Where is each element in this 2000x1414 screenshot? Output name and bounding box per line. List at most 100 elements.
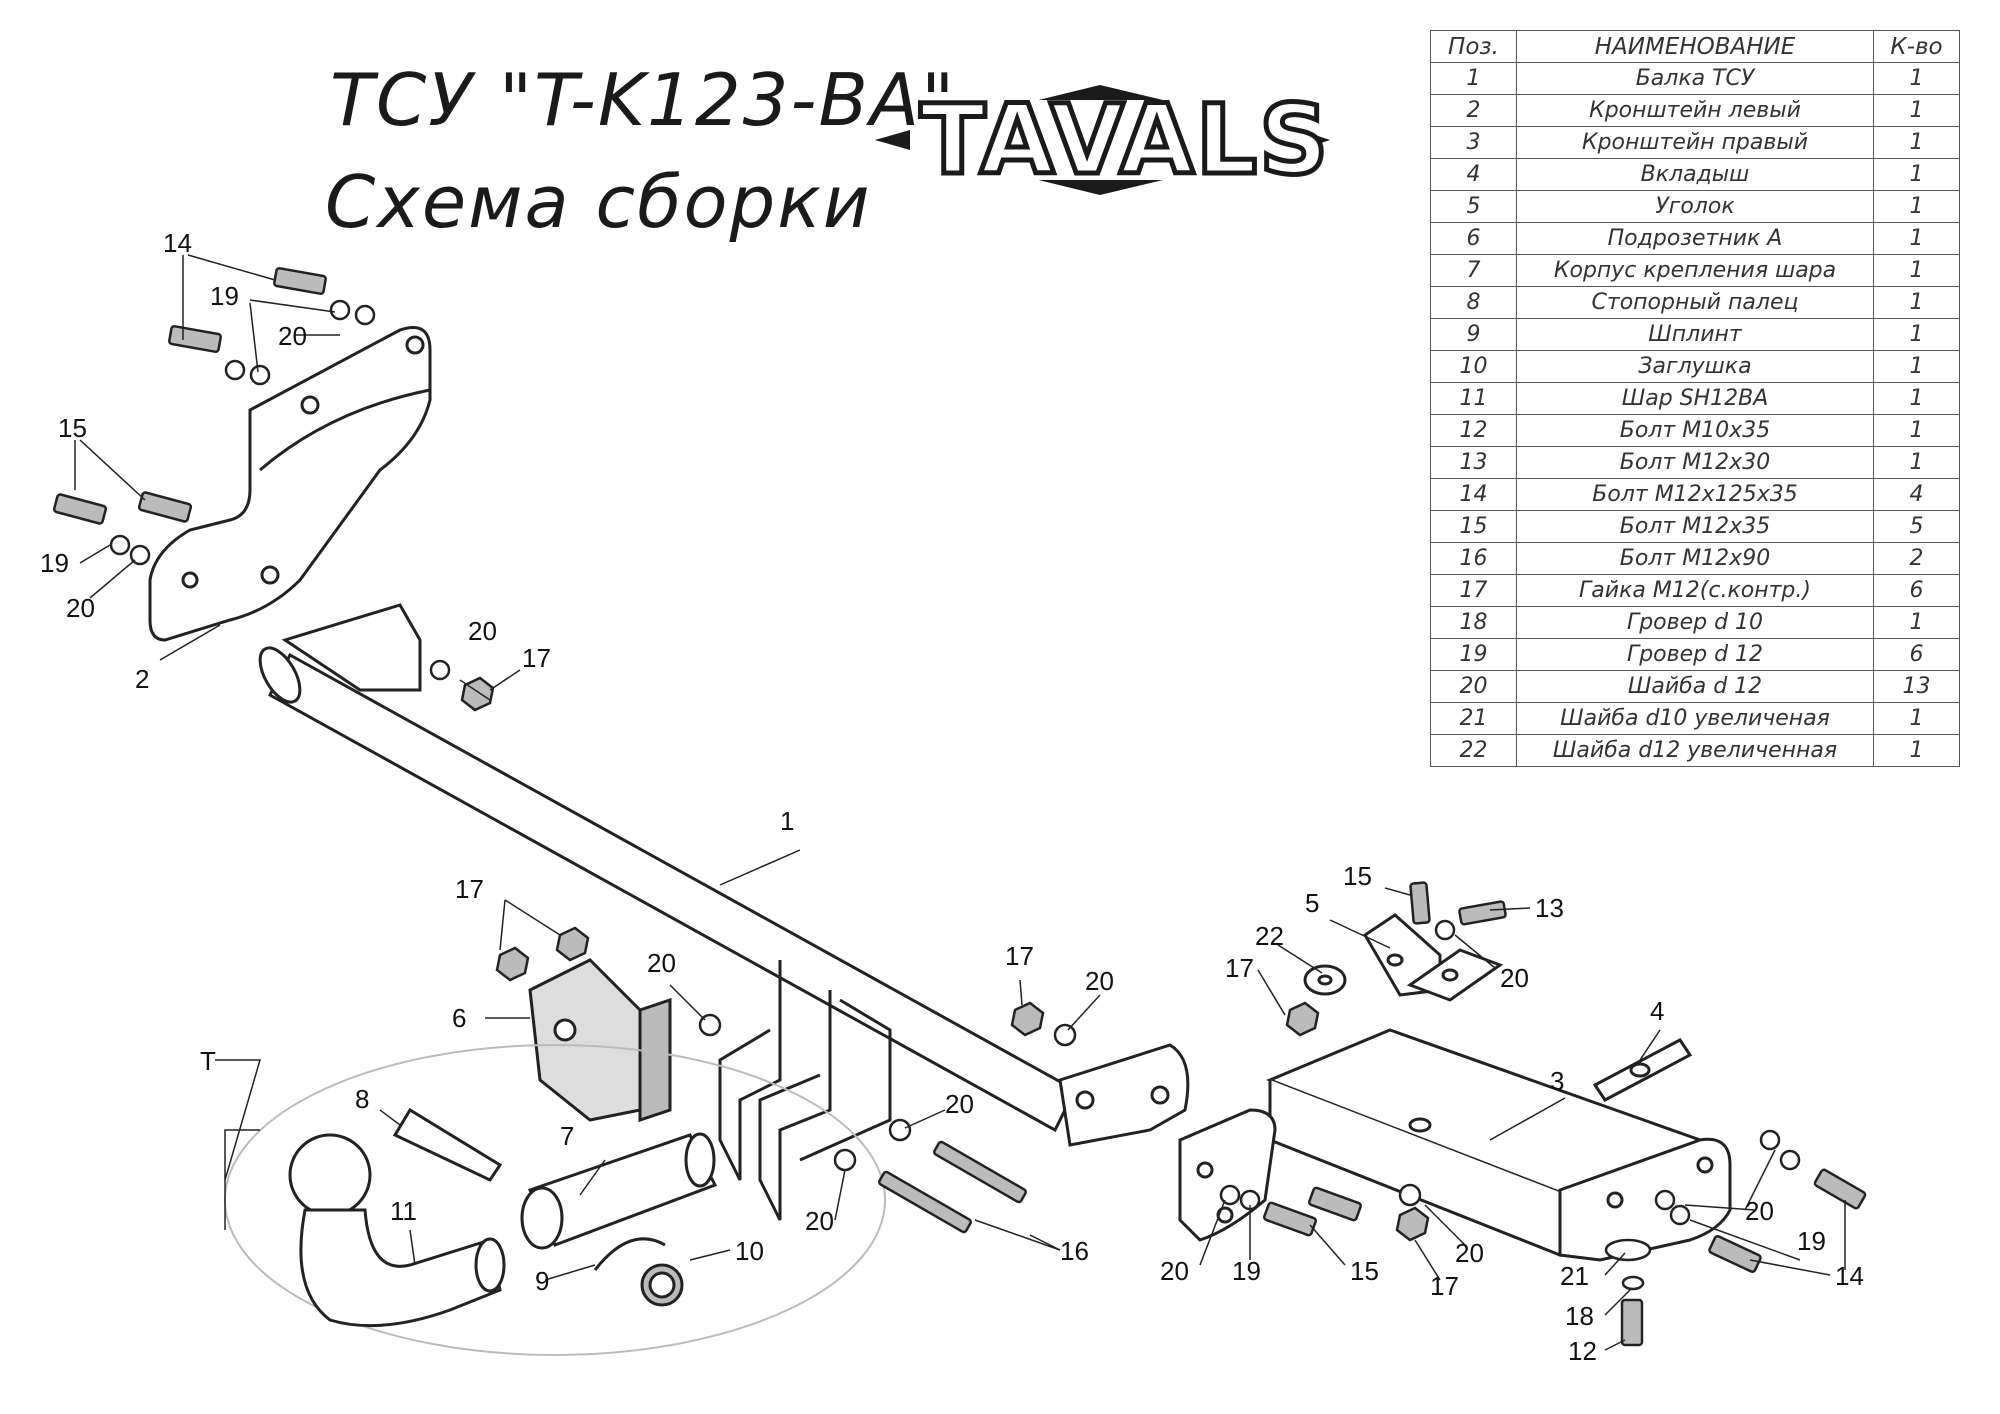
cell-name: Шайба d 12 bbox=[1516, 670, 1874, 703]
cell-position: 13 bbox=[1430, 446, 1517, 479]
cell-name: Уголок bbox=[1516, 190, 1874, 223]
callout-17b: 17 bbox=[455, 874, 484, 904]
cell-quantity: 1 bbox=[1873, 62, 1960, 95]
drawing-subtitle: Схема сборки bbox=[325, 160, 872, 244]
cell-name: Стопорный палец bbox=[1516, 286, 1874, 319]
cell-position: 18 bbox=[1430, 606, 1517, 639]
callout-22: 22 bbox=[1255, 921, 1284, 951]
group-T-leader bbox=[215, 1059, 261, 1181]
cell-quantity: 1 bbox=[1873, 606, 1960, 639]
cell-quantity: 1 bbox=[1873, 414, 1960, 447]
cell-position: 19 bbox=[1430, 638, 1517, 671]
callout-2: 2 bbox=[135, 664, 149, 694]
cell-name: Балка ТСУ bbox=[1516, 62, 1874, 95]
cell-name: Шайба d12 увеличенная bbox=[1516, 734, 1874, 767]
cell-position: 5 bbox=[1430, 190, 1517, 223]
cell-position: 17 bbox=[1430, 574, 1517, 607]
cell-quantity: 4 bbox=[1873, 478, 1960, 511]
cell-position: 3 bbox=[1430, 126, 1517, 159]
insert-and-angle-parts bbox=[1303, 913, 1693, 1102]
callout-7: 7 bbox=[560, 1121, 574, 1151]
cell-name: Болт М10x35 bbox=[1516, 414, 1874, 447]
callout-17c: 17 bbox=[1005, 941, 1034, 971]
callout-17d: 17 bbox=[1225, 953, 1254, 983]
callout-20e: 20 bbox=[1085, 966, 1114, 996]
parts-table-header: Поз. НАИМЕНОВАНИЕ К-во bbox=[1430, 30, 1960, 63]
callout-6: 6 bbox=[452, 1003, 466, 1033]
cell-quantity: 1 bbox=[1873, 286, 1960, 319]
cell-name: Подрозетник А bbox=[1516, 222, 1874, 255]
header-position: Поз. bbox=[1430, 30, 1517, 63]
cell-quantity: 6 bbox=[1873, 638, 1960, 671]
cell-quantity: 1 bbox=[1873, 382, 1960, 415]
callout-20h: 20 bbox=[1500, 963, 1529, 993]
cell-name: Кронштейн правый bbox=[1516, 126, 1874, 159]
left-bracket-part bbox=[148, 326, 432, 642]
callout-14b: 14 bbox=[1835, 1261, 1864, 1291]
cell-name: Гровер d 10 bbox=[1516, 606, 1874, 639]
cell-position: 2 bbox=[1430, 94, 1517, 127]
cell-quantity: 1 bbox=[1873, 254, 1960, 287]
callout-19b: 19 bbox=[40, 548, 69, 578]
callout-1: 1 bbox=[780, 806, 794, 836]
callout-20b: 20 bbox=[66, 593, 95, 623]
header-name: НАИМЕНОВАНИЕ bbox=[1516, 30, 1874, 63]
cell-position: 14 bbox=[1430, 478, 1517, 511]
callout-T: T bbox=[200, 1046, 216, 1076]
cell-quantity: 5 bbox=[1873, 510, 1960, 543]
callout-10: 10 bbox=[735, 1236, 764, 1266]
logo-wordmark: TAVALS bbox=[917, 82, 1331, 199]
cell-position: 11 bbox=[1430, 382, 1517, 415]
cell-position: 22 bbox=[1430, 734, 1517, 767]
cell-quantity: 1 bbox=[1873, 158, 1960, 191]
socket-plate-part bbox=[528, 958, 672, 1123]
cell-quantity: 6 bbox=[1873, 574, 1960, 607]
callout-20g: 20 bbox=[805, 1206, 834, 1236]
cell-name: Шайба d10 увеличеная bbox=[1516, 702, 1874, 735]
cell-name: Корпус крепления шара bbox=[1516, 254, 1874, 287]
callout-19c: 19 bbox=[1232, 1256, 1261, 1286]
callout-18: 18 bbox=[1565, 1301, 1594, 1331]
cell-quantity: 1 bbox=[1873, 350, 1960, 383]
main-beam-part bbox=[258, 603, 1190, 1221]
callout-17a: 17 bbox=[522, 643, 551, 673]
cell-name: Гровер d 12 bbox=[1516, 638, 1874, 671]
callout-20c: 20 bbox=[468, 616, 497, 646]
cell-name: Болт М12x30 bbox=[1516, 446, 1874, 479]
cell-position: 6 bbox=[1430, 222, 1517, 255]
cell-position: 20 bbox=[1430, 670, 1517, 703]
callout-17e: 17 bbox=[1430, 1271, 1459, 1301]
cell-quantity: 1 bbox=[1873, 446, 1960, 479]
callout-9: 9 bbox=[535, 1266, 549, 1296]
callout-8: 8 bbox=[355, 1084, 369, 1114]
cell-position: 21 bbox=[1430, 702, 1517, 735]
cell-name: Болт М12x125x35 bbox=[1516, 478, 1874, 511]
callout-14a: 14 bbox=[163, 228, 192, 258]
cell-position: 1 bbox=[1430, 62, 1517, 95]
callout-20i: 20 bbox=[1160, 1256, 1189, 1286]
tavals-logo bbox=[875, 85, 1330, 195]
callout-13: 13 bbox=[1535, 893, 1564, 923]
cell-position: 9 bbox=[1430, 318, 1517, 351]
cell-quantity: 1 bbox=[1873, 126, 1960, 159]
cell-name: Шплинт bbox=[1516, 318, 1874, 351]
cell-quantity: 1 bbox=[1873, 190, 1960, 223]
cell-position: 7 bbox=[1430, 254, 1517, 287]
